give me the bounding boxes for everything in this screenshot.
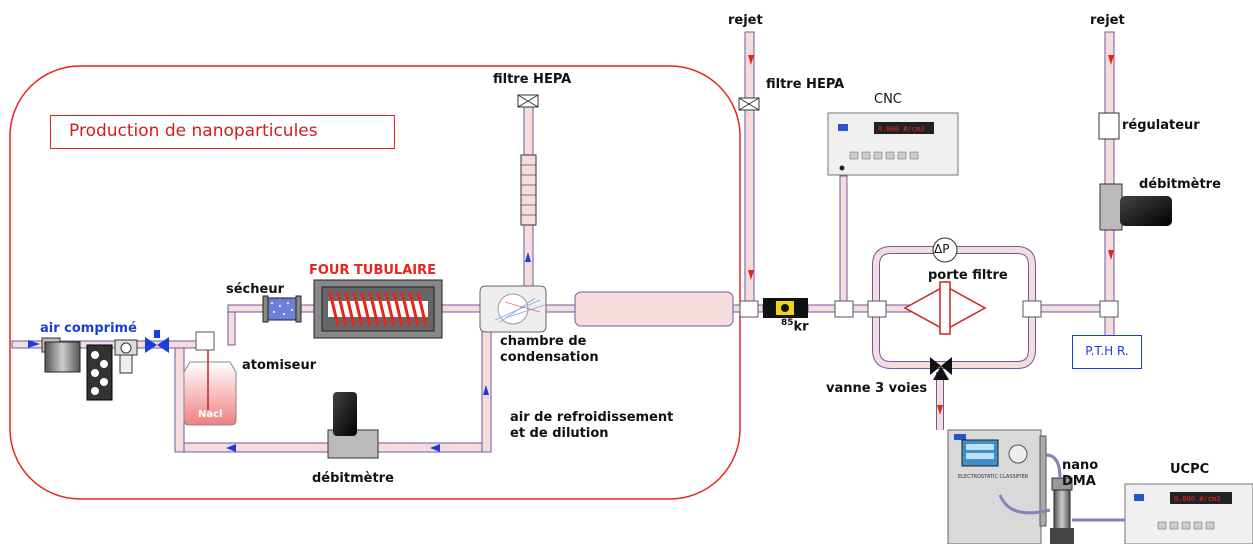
- filter-holder: [903, 281, 987, 335]
- junctions: [739, 300, 1119, 318]
- delta-p-gauge: [932, 237, 958, 263]
- ucpc-instrument: 0.000 #/cm3: [1124, 483, 1253, 544]
- ucpc-display-text: 0.000 #/cm3: [1174, 495, 1220, 503]
- condensation-chamber: [479, 285, 547, 333]
- electrostatic-classifier: ELECTROSTATIC CLASSIFIER: [947, 429, 1047, 544]
- tube-furnace-label: FOUR TUBULAIRE: [309, 263, 436, 278]
- kr-symbol: kr: [793, 319, 809, 335]
- production-frame: [9, 65, 741, 500]
- dryer-label: sécheur: [226, 282, 284, 297]
- kr-neutraliser: [763, 298, 808, 318]
- cnc-instrument: 0.000 #/cm3: [827, 112, 959, 176]
- cooling-air-label: air de refroidissement et de dilution: [510, 410, 674, 442]
- kr-mass-number: 85: [781, 318, 794, 328]
- regulator-label: régulateur: [1122, 118, 1200, 133]
- condensation-chamber-label: chambre de condensation: [500, 334, 599, 366]
- rejet-right-label: rejet: [1090, 13, 1125, 28]
- classifier-label: ELECTROSTATIC CLASSIFIER: [958, 474, 1029, 480]
- hepa-filter-top-label: filtre HEPA: [493, 72, 572, 87]
- rejet-left-label: rejet: [728, 13, 763, 28]
- production-title: Production de nanoparticules: [69, 121, 318, 141]
- hepa-filter-right: [738, 97, 760, 111]
- hepa-filter-top: [517, 94, 539, 108]
- atomiser-label: atomiseur: [242, 358, 317, 373]
- flowmeter-bottom-label: débitmètre: [312, 471, 394, 486]
- dryer: [262, 295, 302, 323]
- flowmeter-bottom: [327, 392, 379, 459]
- flowmeter-right: [1099, 183, 1172, 231]
- kr-label: 85kr: [781, 318, 809, 336]
- cnc-label: CNC: [874, 92, 902, 107]
- delta-p-label: ΔP: [934, 242, 950, 256]
- pthr-box: P.T.H R.: [1072, 335, 1142, 369]
- nano-dma: [1050, 477, 1074, 544]
- air-supply-unit: [41, 337, 138, 401]
- compressed-air-label: air comprimé: [40, 321, 137, 336]
- inlet-valve: [145, 330, 169, 353]
- nano-dma-label: nano DMA: [1062, 458, 1099, 490]
- rotameter: [520, 154, 537, 226]
- cnc-display-text: 0.000 #/cm3: [878, 125, 924, 133]
- filter-holder-label: porte filtre: [928, 268, 1008, 283]
- tube-furnace: [313, 279, 443, 339]
- nacl-label: Nacl: [198, 409, 223, 420]
- three-way-valve: [930, 357, 952, 380]
- regulator: [1098, 112, 1120, 140]
- production-title-box: Production de nanoparticules: [50, 115, 395, 149]
- ucpc-label: UCPC: [1170, 462, 1210, 477]
- flowmeter-right-label: débitmètre: [1139, 177, 1221, 192]
- three-way-valve-label: vanne 3 voies: [826, 381, 928, 396]
- flow-arrows-blue: [28, 252, 531, 452]
- atomiser: [183, 331, 237, 426]
- hepa-filter-right-label: filtre HEPA: [766, 77, 845, 92]
